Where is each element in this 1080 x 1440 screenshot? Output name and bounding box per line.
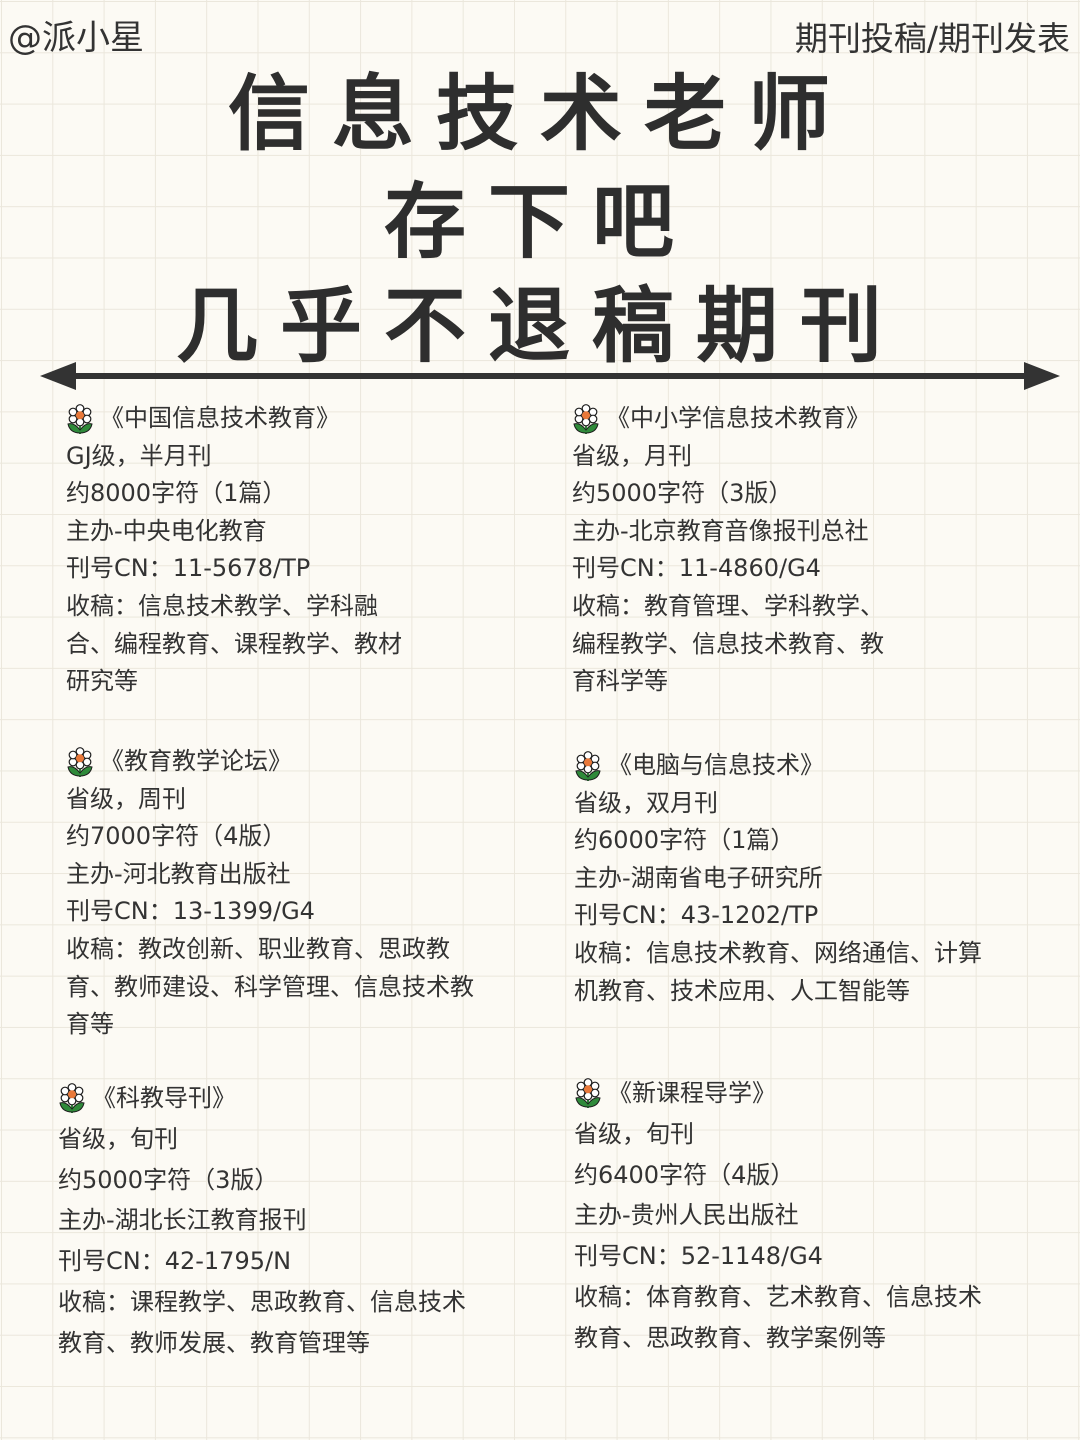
title-line-3: 几乎不退稿期刊 xyxy=(175,279,904,374)
journal-cn: 刊号CN：13-1399/G4 xyxy=(66,897,315,926)
journal-scope: 育、教师建设、科学管理、信息技术教 xyxy=(66,972,474,1001)
header-tagline: 期刊投稿/期刊发表 xyxy=(794,19,1070,58)
journal-name: 《科教导刊》 xyxy=(92,1084,236,1112)
author-handle: @派小星 xyxy=(8,18,144,58)
journal-level: 省级，旬刊 xyxy=(58,1124,178,1153)
journal-scope: 育等 xyxy=(66,1010,114,1039)
journal-sponsor: 主办-湖南省电子研究所 xyxy=(574,863,823,892)
journal-card: 《科教导刊》 省级，旬刊 约5000字符（3版） 主办-湖北长江教育报刊 刊号C… xyxy=(58,1078,466,1364)
journal-card: 《电脑与信息技术》 省级，双月刊 约6000字符（1篇） 主办-湖南省电子研究所… xyxy=(574,747,982,1010)
flower-icon xyxy=(573,403,599,434)
journal-scope: 机教育、技术应用、人工智能等 xyxy=(574,976,910,1005)
journal-scope: 收稿：信息技术教学、学科融 xyxy=(66,591,378,620)
journal-level: 省级，双月刊 xyxy=(574,788,718,817)
journal-scope: 研究等 xyxy=(66,667,138,696)
journal-scope: 收稿：体育教育、艺术教育、信息技术 xyxy=(574,1282,982,1311)
journal-length: 约5000字符（3版） xyxy=(572,479,793,508)
journal-sponsor: 主办-贵州人民出版社 xyxy=(574,1201,799,1230)
journal-level: 省级，周刊 xyxy=(66,784,186,813)
journal-scope: 教育、思政教育、教学案例等 xyxy=(574,1323,886,1352)
journal-scope: 收稿：教改创新、职业教育、思政教 xyxy=(66,934,450,963)
journal-card: 《教育教学论坛》 省级，周刊 约7000字符（4版） 主办-河北教育出版社 刊号… xyxy=(66,743,474,1044)
journal-sponsor: 主办-中央电化教育 xyxy=(66,516,267,545)
flower-icon xyxy=(575,1078,601,1109)
journal-length: 约6400字符（4版） xyxy=(574,1160,795,1189)
flower-icon xyxy=(575,750,601,781)
journal-card: 《新课程导学》 省级，旬刊 约6400字符（4版） 主办-贵州人民出版社 刊号C… xyxy=(574,1073,982,1359)
journal-scope: 编程教学、信息技术教育、教 xyxy=(572,629,884,658)
journal-name: 《中国信息技术教育》 xyxy=(100,404,340,432)
title-line-1: 信息技术老师 xyxy=(227,67,852,162)
journal-name: 《新课程导学》 xyxy=(608,1079,776,1107)
journal-length: 约6000字符（1篇） xyxy=(574,826,795,855)
journal-cn: 刊号CN：11-4860/G4 xyxy=(572,554,821,583)
journal-scope: 教育、教师发展、教育管理等 xyxy=(58,1328,370,1357)
title-line-2: 存下吧 xyxy=(383,175,696,270)
journal-scope: 合、编程教育、课程教学、教材 xyxy=(66,629,402,658)
journal-scope: 收稿：课程教学、思政教育、信息技术 xyxy=(58,1287,466,1316)
double-arrow-divider-icon xyxy=(40,362,1060,390)
journal-cn: 刊号CN：11-5678/TP xyxy=(66,554,311,583)
journal-name: 《教育教学论坛》 xyxy=(100,747,292,775)
journal-scope: 收稿：教育管理、学科教学、 xyxy=(572,591,884,620)
journal-length: 约5000字符（3版） xyxy=(58,1165,279,1194)
journal-level: 省级，月刊 xyxy=(572,441,692,470)
journal-name: 《中小学信息技术教育》 xyxy=(606,404,870,432)
journal-scope: 育科学等 xyxy=(572,667,668,696)
flower-icon xyxy=(59,1083,85,1114)
journal-cn: 刊号CN：42-1795/N xyxy=(58,1247,292,1276)
journal-card: 《中国信息技术教育》 GJ级，半月刊 约8000字符（1篇） 主办-中央电化教育… xyxy=(66,400,402,701)
journal-level: GJ级，半月刊 xyxy=(66,441,212,470)
journal-sponsor: 主办-北京教育音像报刊总社 xyxy=(572,516,869,545)
journal-card: 《中小学信息技术教育》 省级，月刊 约5000字符（3版） 主办-北京教育音像报… xyxy=(572,400,884,701)
journal-scope: 收稿：信息技术教育、网络通信、计算 xyxy=(574,938,982,967)
journal-sponsor: 主办-河北教育出版社 xyxy=(66,859,291,888)
journal-name: 《电脑与信息技术》 xyxy=(608,751,824,779)
flower-icon xyxy=(67,403,93,434)
journal-cn: 刊号CN：52-1148/G4 xyxy=(574,1242,823,1271)
journal-cn: 刊号CN：43-1202/TP xyxy=(574,901,819,930)
journal-level: 省级，旬刊 xyxy=(574,1119,694,1148)
journal-length: 约7000字符（4版） xyxy=(66,822,287,851)
flower-icon xyxy=(67,746,93,777)
journal-length: 约8000字符（1篇） xyxy=(66,479,287,508)
journal-sponsor: 主办-湖北长江教育报刊 xyxy=(58,1206,307,1235)
